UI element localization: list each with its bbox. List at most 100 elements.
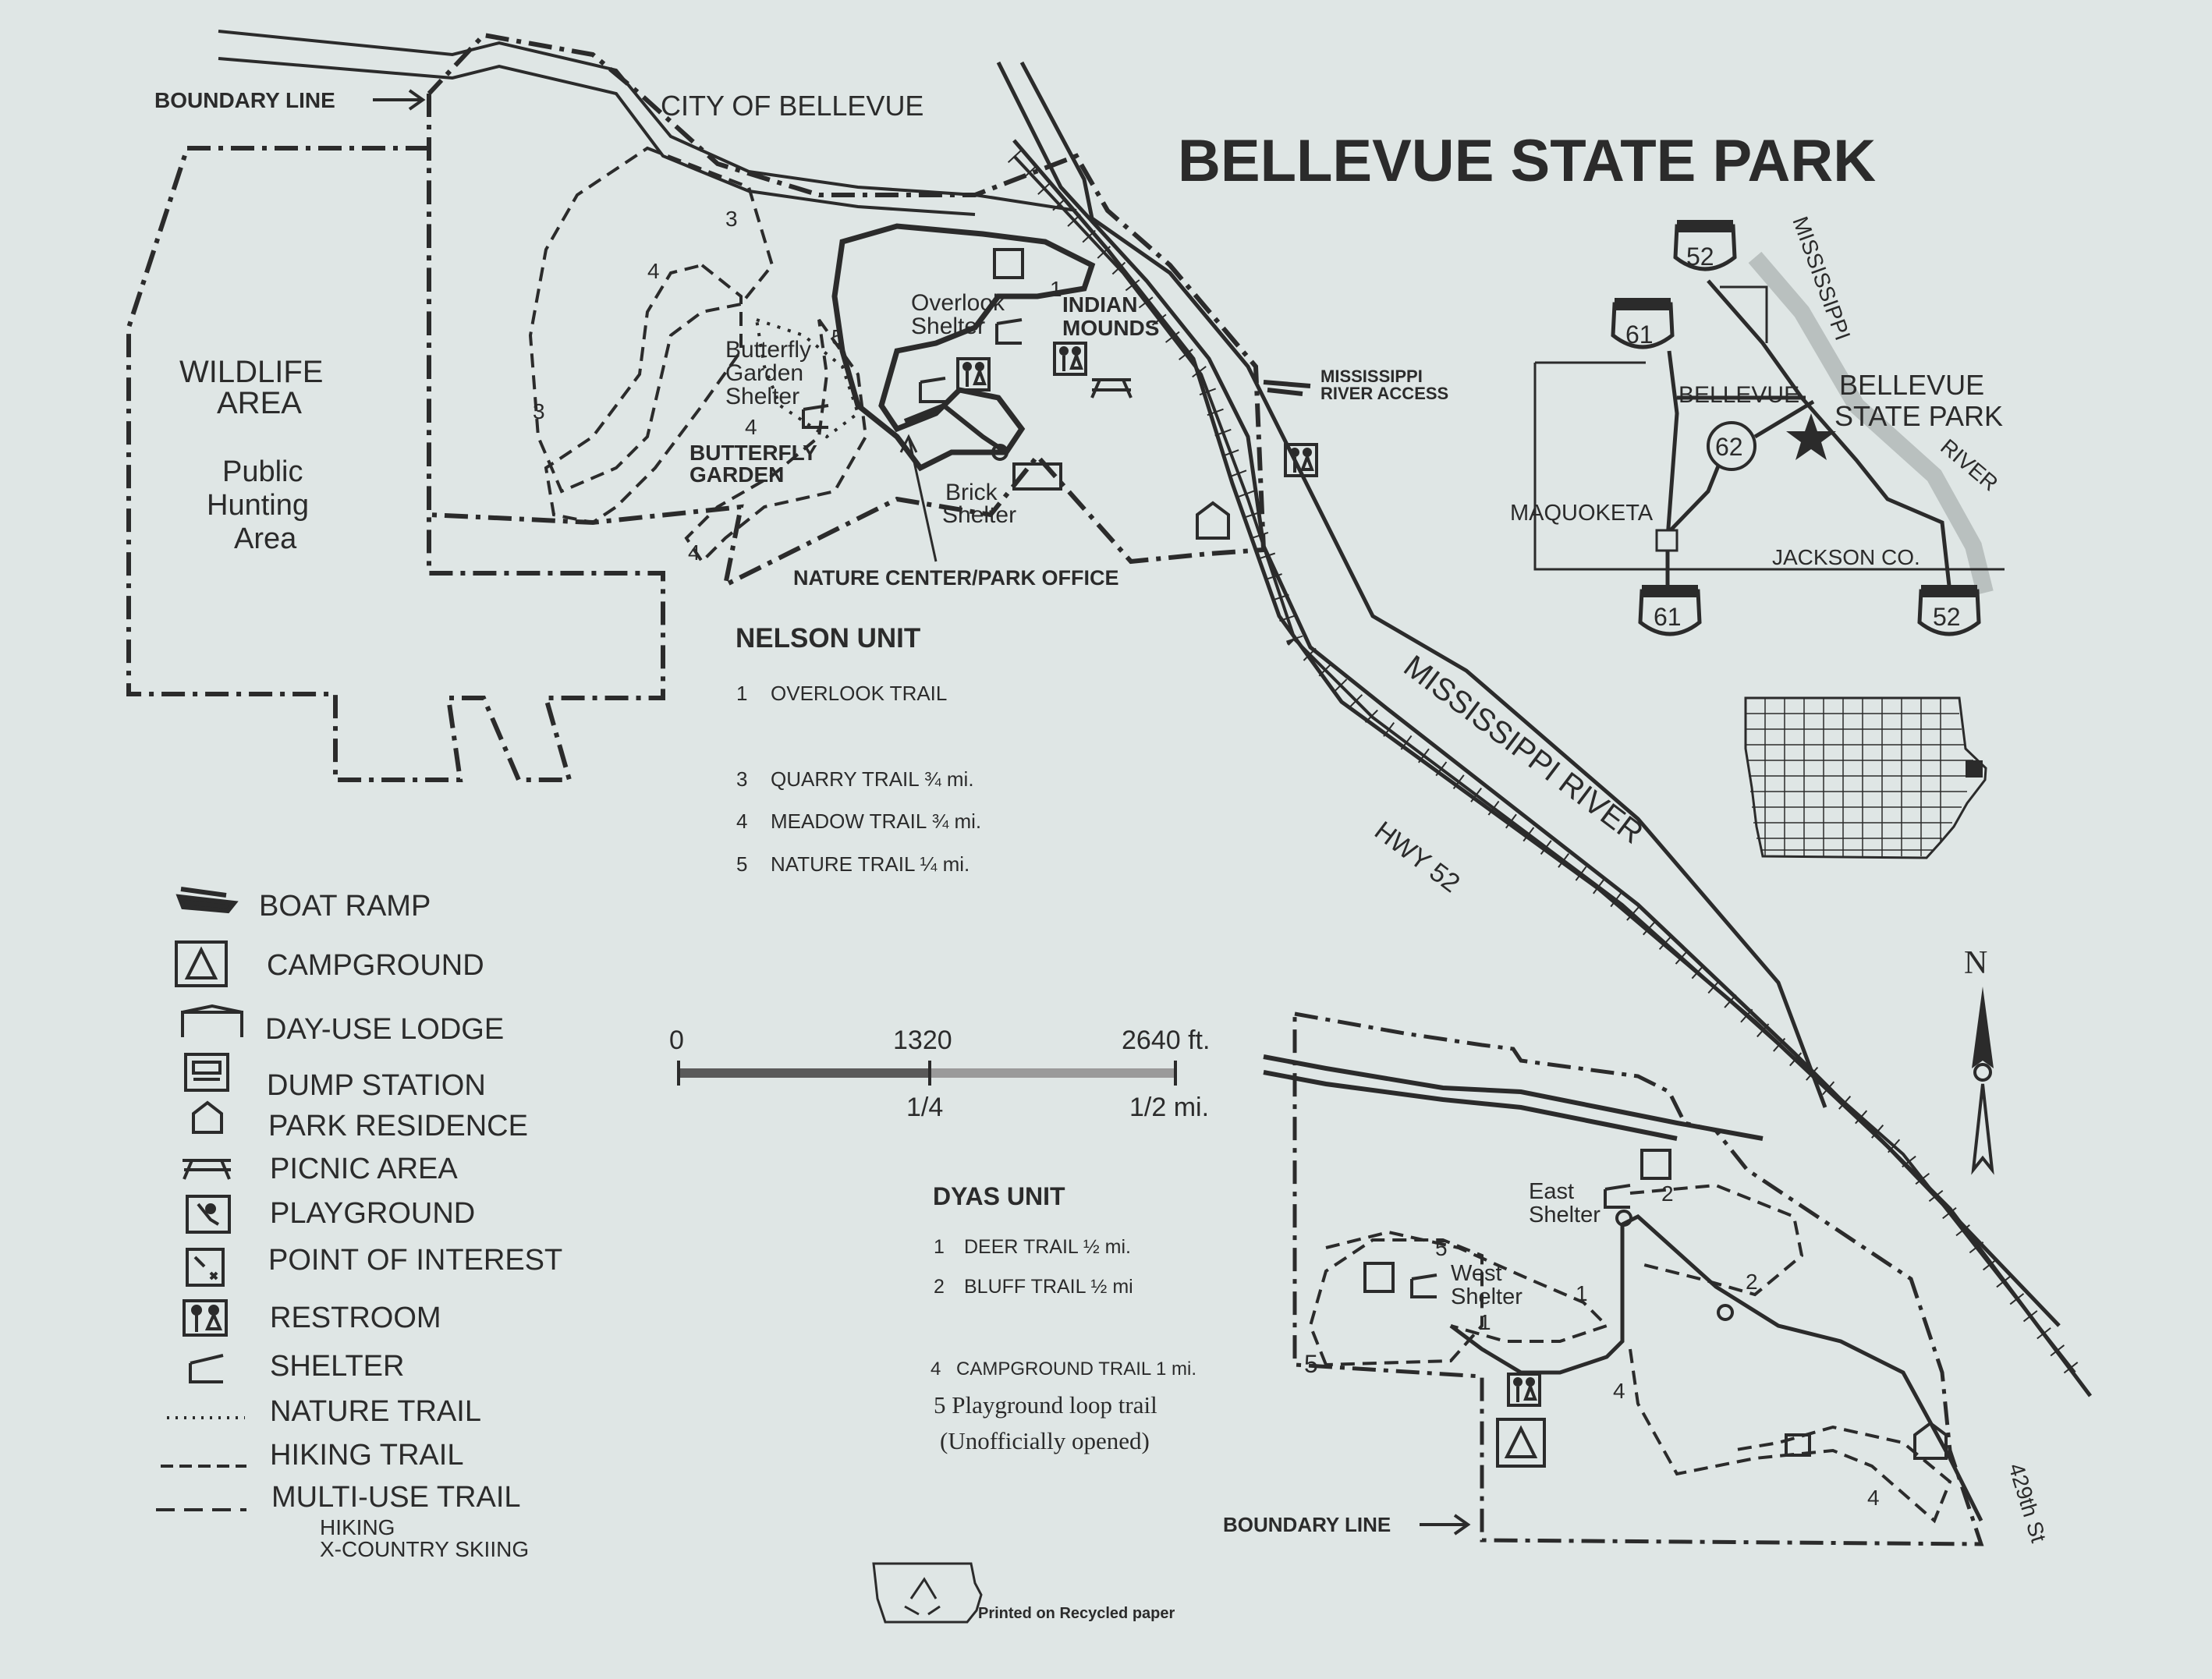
nelson-trail-num: 1 xyxy=(736,682,747,705)
legend-label: BOAT RAMP xyxy=(259,890,431,923)
north-label: N xyxy=(1964,945,1987,981)
label-river-access-1: MISSISSIPPI xyxy=(1320,367,1423,386)
park-road xyxy=(903,402,1008,455)
dyas-road-2 xyxy=(1263,1070,1678,1141)
legend-label: HIKING TRAIL xyxy=(270,1439,463,1472)
legend-item: BOAT RAMP xyxy=(175,887,431,923)
state-route-circle-icon xyxy=(1707,421,1756,471)
dyas-trail-num: 2 xyxy=(934,1276,945,1298)
trail-num: 4 xyxy=(1613,1379,1625,1403)
nelson-trail-num: 4 xyxy=(736,809,747,833)
shield-62: 62 xyxy=(1707,421,1756,471)
shield-61-bottom: 61 xyxy=(1638,585,1702,636)
dyas-trail-name: DEER TRAIL ½ mi. xyxy=(964,1236,1131,1258)
dyas-trail-num: 1 xyxy=(934,1236,945,1258)
label-hunting-1: Public xyxy=(222,455,303,488)
us-route-shield-icon xyxy=(1611,302,1675,349)
point-of-interest-icon xyxy=(1640,1149,1671,1180)
shelter-icon xyxy=(1410,1273,1437,1298)
nelson-unit-list: NELSON UNIT 1 OVERLOOK TRAIL 3 QUARRY TR… xyxy=(736,623,981,876)
nelson-heading: NELSON UNIT xyxy=(736,623,920,654)
shelter-icon xyxy=(802,404,829,429)
north-arrow: N xyxy=(1964,945,1994,1175)
boat-ramp-icon xyxy=(1263,380,1311,396)
label-butterfly-shelter-2: Garden xyxy=(725,360,803,386)
scale-ft-1: 1320 xyxy=(893,1025,952,1055)
north-arrow-icon xyxy=(1972,987,1994,1068)
river-and-highway xyxy=(996,61,2092,1397)
trail-num: 1 xyxy=(1576,1281,1588,1305)
recycled-note: Printed on Recycled paper xyxy=(872,1562,1175,1624)
legend-item: DAY-USE LODGE xyxy=(181,1004,504,1046)
trail-num: 1 xyxy=(1479,1310,1491,1334)
maquoketa-square xyxy=(1655,529,1678,552)
park-residence-icon xyxy=(192,1100,223,1134)
shelter-icon xyxy=(995,318,1023,345)
legend-label: SHELTER xyxy=(270,1350,404,1383)
dyas-boundary xyxy=(1292,1011,1984,1546)
legend: BOAT RAMP CAMPGROUND DAY-USE LODGE DUMP … xyxy=(156,887,562,1561)
shield-61-top: 61 xyxy=(1611,298,1675,349)
legend-item: PLAYGROUND xyxy=(186,1195,475,1234)
legend-item: DUMP STATION xyxy=(184,1053,486,1102)
legend-label: PARK RESIDENCE xyxy=(268,1110,528,1142)
dyas-unit-list: DYAS UNIT 1 DEER TRAIL ½ mi. 2 BLUFF TRA… xyxy=(931,1182,1196,1454)
restroom-icon xyxy=(1053,342,1087,376)
legend-label: NATURE TRAIL xyxy=(270,1395,481,1428)
iowa-county-grid xyxy=(1746,698,1981,856)
us-route-shield-icon xyxy=(1917,589,1981,636)
label-wildlife-2: AREA xyxy=(217,386,302,420)
legend-item: NATURE TRAIL xyxy=(167,1395,481,1428)
scale-mi-1: 1/4 xyxy=(906,1093,943,1122)
label-butterfly-shelter-3: Shelter xyxy=(725,384,799,409)
trail-num: 2 xyxy=(1746,1270,1758,1294)
trail-numbers: 3 4 4 5 3 4 1 2 5 1 1 2 5 4 4 xyxy=(533,207,1880,1510)
nelson-trail-name: MEADOW TRAIL ¾ mi. xyxy=(771,809,981,833)
legend-item: POINT OF INTEREST xyxy=(186,1244,562,1287)
dyas-note-2: (Unofficially opened) xyxy=(940,1427,1150,1454)
label-mounds-1: INDIAN xyxy=(1062,292,1137,317)
inset-maquoketa: MAQUOKETA xyxy=(1510,501,1654,526)
jackson-county-highlight xyxy=(1966,760,1983,778)
nelson-trail-num: 5 xyxy=(736,852,747,876)
legend-label: DAY-USE LODGE xyxy=(265,1013,504,1046)
label-boundary-line-bottom: BOUNDARY LINE xyxy=(1223,1513,1391,1536)
trail-num: 5 xyxy=(1435,1236,1448,1260)
shield-52-top: 52 xyxy=(1673,220,1737,271)
iowa-state-icon xyxy=(1744,696,1987,859)
inset-jackson: JACKSON CO. xyxy=(1772,545,1920,569)
dyas-note-1: 5 Playground loop trail xyxy=(934,1391,1157,1419)
scale-ft-2: 2640 ft. xyxy=(1122,1025,1210,1055)
shield-52-bottom: 52 xyxy=(1917,585,1981,636)
trail-num: 3 xyxy=(725,207,738,231)
inset-park-2: STATE PARK xyxy=(1834,400,2003,432)
bluff-trail xyxy=(1629,1183,1804,1297)
scale-ticks xyxy=(677,1061,1177,1086)
legend-item: PARK RESIDENCE xyxy=(192,1100,528,1142)
deer-trail xyxy=(1325,1230,1610,1343)
trailhead-marker xyxy=(991,444,1009,461)
shelter-icon xyxy=(189,1354,224,1383)
picnic-area-icon xyxy=(1090,378,1133,398)
arrow-icon xyxy=(373,89,426,111)
arrow-icon xyxy=(1420,1514,1471,1536)
legend-item: RESTROOM xyxy=(183,1299,441,1337)
nelson-trail-name: OVERLOOK TRAIL xyxy=(771,682,947,705)
scale-ft-0: 0 xyxy=(669,1025,684,1055)
legend-label: RESTROOM xyxy=(270,1302,441,1334)
trail-num: 4 xyxy=(688,540,700,565)
label-overlook-1: Overlook xyxy=(911,290,1005,316)
label-butterfly-garden-2: GARDEN xyxy=(689,462,784,487)
inset-park-1: BELLEVUE xyxy=(1839,369,1984,401)
legend-label: POINT OF INTEREST xyxy=(268,1244,562,1277)
us-route-shield-icon xyxy=(1638,589,1702,636)
label-city: CITY OF BELLEVUE xyxy=(661,90,923,122)
label-brick-1: Brick xyxy=(945,480,998,505)
scale-mi-2: 1/2 mi. xyxy=(1129,1093,1209,1122)
map-facility-icons xyxy=(802,248,1948,1468)
river-shore-east xyxy=(1019,61,1827,1108)
dyas-trail-num: 4 xyxy=(931,1358,941,1380)
label-hunting-2: Hunting xyxy=(207,489,309,522)
scale-bar-dark xyxy=(679,1068,930,1078)
us-route-shield-icon xyxy=(1673,224,1737,271)
